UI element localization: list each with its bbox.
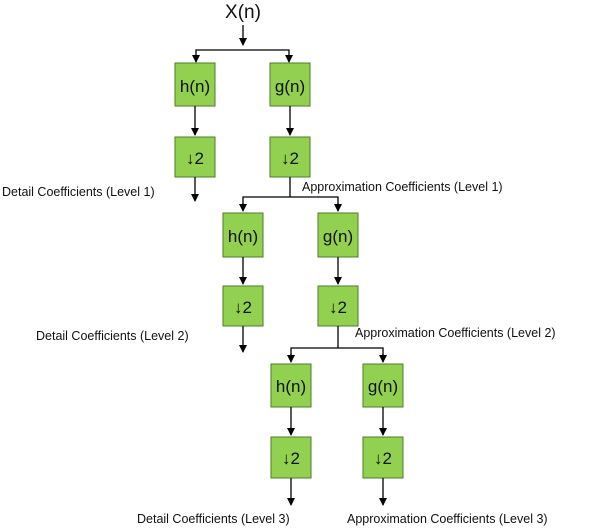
- level-3-approximation-caption: Approximation Coefficients (Level 3): [347, 512, 548, 526]
- level-1-high-downsample-label: ↓2: [186, 149, 204, 168]
- level-3-low-downsampler: [362, 436, 404, 479]
- level-2-low-downsample-label: ↓2: [329, 298, 347, 317]
- level-1-split-connector: [195, 49, 290, 61]
- level-1-high-downsampler: [174, 136, 216, 178]
- level-2-stage: h(n) g(n) ↓2 ↓2 Detail Coefficients (Lev…: [36, 177, 556, 353]
- level-2-approximation-caption: Approximation Coefficients (Level 2): [355, 326, 556, 340]
- level-1-low-pass-label: g(n): [275, 77, 305, 96]
- level-2-high-downsample-label: ↓2: [234, 298, 252, 317]
- level-3-stage: h(n) g(n) ↓2 ↓2 Detail Coefficients (Lev…: [137, 326, 548, 526]
- level-2-split-connector: [242, 196, 339, 209]
- level-3-low-downsample-label: ↓2: [374, 449, 392, 468]
- level-3-high-pass-label: h(n): [276, 377, 306, 396]
- level-1-low-downsampler: [269, 136, 311, 178]
- level-2-high-pass-label: h(n): [228, 227, 258, 246]
- level-1-high-pass-filter: [174, 62, 216, 107]
- level-2-low-downsampler: [317, 285, 359, 327]
- level-1-low-downsample-label: ↓2: [281, 149, 299, 168]
- level-1-low-pass-filter: [269, 62, 311, 107]
- level-3-split-connector: [290, 347, 384, 359]
- level-1-high-pass-label: h(n): [180, 77, 210, 96]
- level-2-low-pass-label: g(n): [323, 227, 353, 246]
- level-3-high-downsampler: [270, 436, 312, 479]
- level-1-stage: h(n) g(n) ↓2 ↓2 Detail Coefficients (Lev…: [2, 25, 503, 202]
- level-3-low-pass-label: g(n): [368, 377, 398, 396]
- level-3-detail-caption: Detail Coefficients (Level 3): [137, 512, 290, 526]
- level-1-approximation-caption: Approximation Coefficients (Level 1): [302, 180, 503, 194]
- level-3-high-pass-filter: [270, 363, 312, 408]
- input-signal-label: X(n): [225, 2, 261, 23]
- level-3-high-downsample-label: ↓2: [282, 449, 300, 468]
- level-2-high-downsampler: [222, 285, 264, 327]
- level-1-detail-caption: Detail Coefficients (Level 1): [2, 185, 155, 199]
- level-2-detail-caption: Detail Coefficients (Level 2): [36, 329, 189, 343]
- level-3-low-pass-filter: [362, 363, 404, 408]
